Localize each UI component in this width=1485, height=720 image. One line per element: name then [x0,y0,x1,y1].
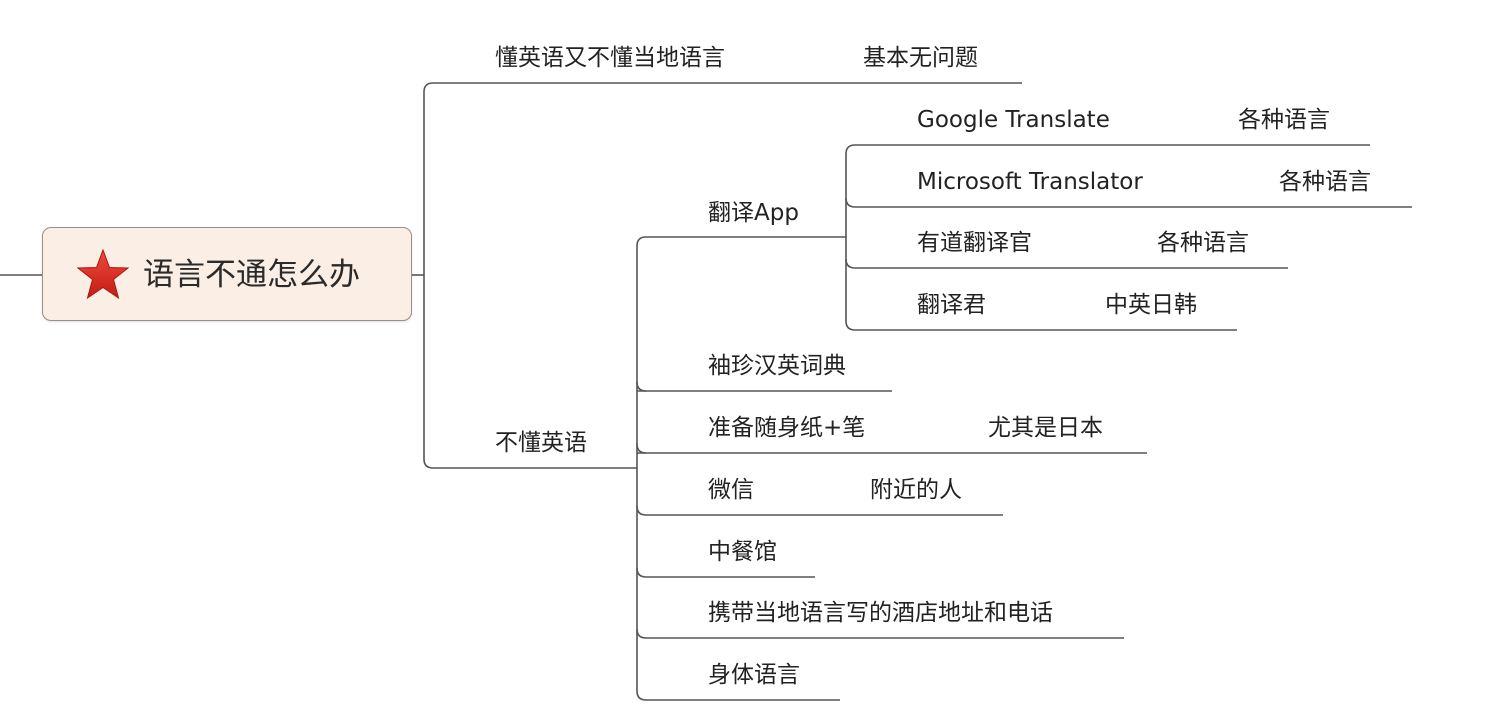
topic-chinese-restaurant[interactable]: 中餐馆 [708,539,777,565]
topic-paper-and-pen[interactable]: 准备随身纸+笔 [708,415,866,441]
note-google-languages: 各种语言 [1238,107,1330,133]
root-topic[interactable]: 语言不通怎么办 [42,227,412,321]
topic-translation-app[interactable]: 翻译App [708,200,799,226]
underline-dictionary-curve [636,381,647,392]
underline-youdao [845,258,1288,269]
underline-paper-pen-curve [636,443,647,454]
note-especially-japan: 尤其是日本 [988,415,1103,441]
underline-hotel-address [636,628,1124,639]
note-youdao-languages: 各种语言 [1157,230,1249,256]
note-no-problem: 基本无问题 [863,45,978,71]
topic-knows-english[interactable]: 懂英语又不懂当地语言 [495,45,725,71]
topic-hotel-address[interactable]: 携带当地语言写的酒店地址和电话 [708,600,1053,626]
root-topic-label: 语言不通怎么办 [143,257,360,293]
underline-wechat [636,505,1003,516]
topic-fanyijun[interactable]: 翻译君 [917,292,986,318]
note-people-nearby: 附近的人 [870,477,962,503]
underline-microsoft [845,197,1412,208]
topic-no-english[interactable]: 不懂英语 [495,430,587,456]
level2-trunk [636,236,846,701]
level1-trunk [423,82,1022,469]
topic-body-language[interactable]: 身体语言 [708,662,800,688]
level3-trunk [845,144,1370,331]
topic-wechat[interactable]: 微信 [708,477,754,503]
note-fanyijun-languages: 中英日韩 [1105,292,1197,318]
topic-microsoft-translator[interactable]: Microsoft Translator [917,169,1143,195]
topic-pocket-dictionary[interactable]: 袖珍汉英词典 [708,353,846,379]
topic-google-translate[interactable]: Google Translate [917,107,1110,133]
topic-youdao-translator[interactable]: 有道翻译官 [917,230,1032,256]
note-microsoft-languages: 各种语言 [1279,169,1371,195]
underline-chinese-restaurant [636,567,815,578]
star-icon [77,249,129,300]
